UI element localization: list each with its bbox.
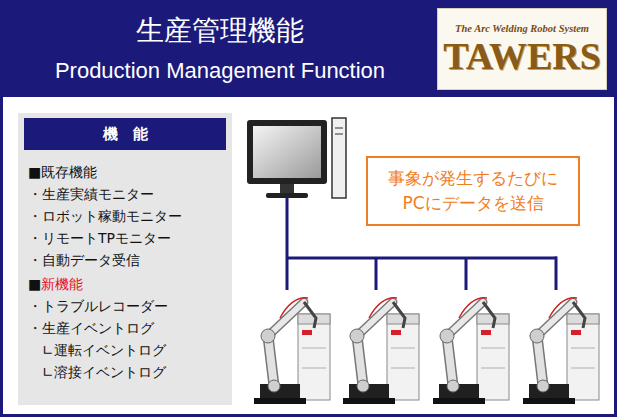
panel-heading: 機 能 [24,118,226,150]
list-row: ∟運転イベントログ [28,339,182,361]
welding-robot [433,298,509,404]
callout-text: 事象が発生するたびに PCにデータを送信 [380,166,566,216]
subtitle-text: Production Management Function [10,57,430,85]
pc-tower [332,118,346,198]
list-item: ■ [28,276,41,292]
list-item: ∟溶接イベントログ [42,364,166,380]
panel-heading-text: 機 能 [103,125,148,144]
logo-name: TAWERS [443,35,601,77]
header-band: 生産管理機能Production Management FunctionThe … [0,0,617,97]
new-feature-heading: 新機能 [41,276,83,292]
logo-box: The Arc Welding Robot SystemTAWERS [437,8,607,90]
list-row: ■既存機能 [28,161,182,183]
list-item: ・生産イベントログ [28,320,154,336]
list-row: ・自動データ受信 [28,249,182,271]
list-row: ・生産イベントログ [28,317,182,339]
welding-robot [254,298,330,404]
callout-box: 事象が発生するたびに PCにデータを送信 [366,156,580,226]
pc-monitor [247,120,327,184]
list-item: ■既存機能 [28,164,97,180]
function-list: ■既存機能・生産実績モニター・ロボット稼動モニター・リモートTPモニター・自動デ… [28,161,182,383]
function-panel: ■既存機能・生産実績モニター・ロボット稼動モニター・リモートTPモニター・自動デ… [18,113,232,405]
list-row: ■新機能 [28,273,182,295]
logo-tagline: The Arc Welding Robot System [455,22,589,35]
list-item: ・生産実績モニター [28,186,154,202]
list-item: ・ロボット稼動モニター [28,208,182,224]
list-row: ・リモートTPモニター [28,227,182,249]
list-row: ・ロボット稼動モニター [28,205,182,227]
list-row: ・トラブルレコーダー [28,295,182,317]
title-text: 生産管理機能 [10,14,430,48]
list-item: ∟運転イベントログ [42,342,166,358]
welding-robot [343,298,419,404]
list-row: ・生産実績モニター [28,183,182,205]
list-item: ・トラブルレコーダー [28,298,168,314]
list-item: ・自動データ受信 [28,252,140,268]
list-row: ∟溶接イベントログ [28,361,182,383]
list-item: ・リモートTPモニター [28,230,171,246]
welding-robot [523,298,599,404]
